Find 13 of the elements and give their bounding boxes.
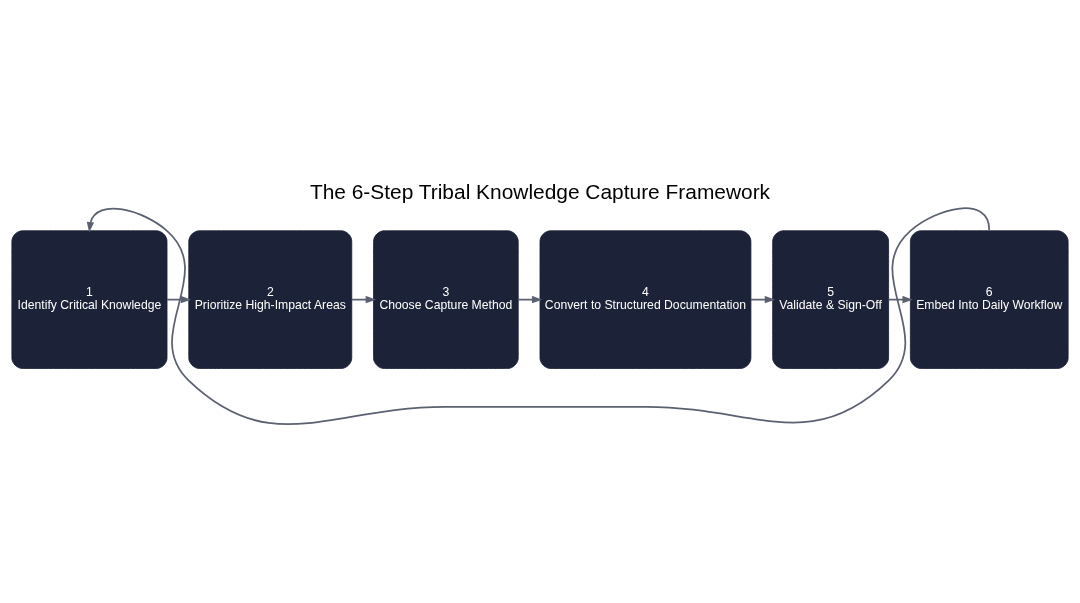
node-box: 1 Identify Critical Knowledge	[11, 230, 168, 369]
arrow	[517, 295, 543, 304]
arrow	[86, 207, 991, 426]
arrow	[351, 295, 377, 304]
arrow	[887, 295, 913, 304]
node-box: 3 Choose Capture Method	[373, 230, 519, 369]
arrow	[166, 295, 192, 304]
node-box: 2 Prioritize High-Impact Areas	[188, 230, 353, 369]
node-box: 4 Convert to Structured Documentation	[539, 230, 752, 369]
diagram-title: The 6-Step Tribal Knowledge Capture Framework	[309, 179, 771, 203]
node-box: 5 Validate & Sign-Off	[772, 230, 890, 369]
node-box: 6 Embed Into Daily Workflow	[909, 230, 1069, 369]
arrow	[750, 295, 776, 304]
